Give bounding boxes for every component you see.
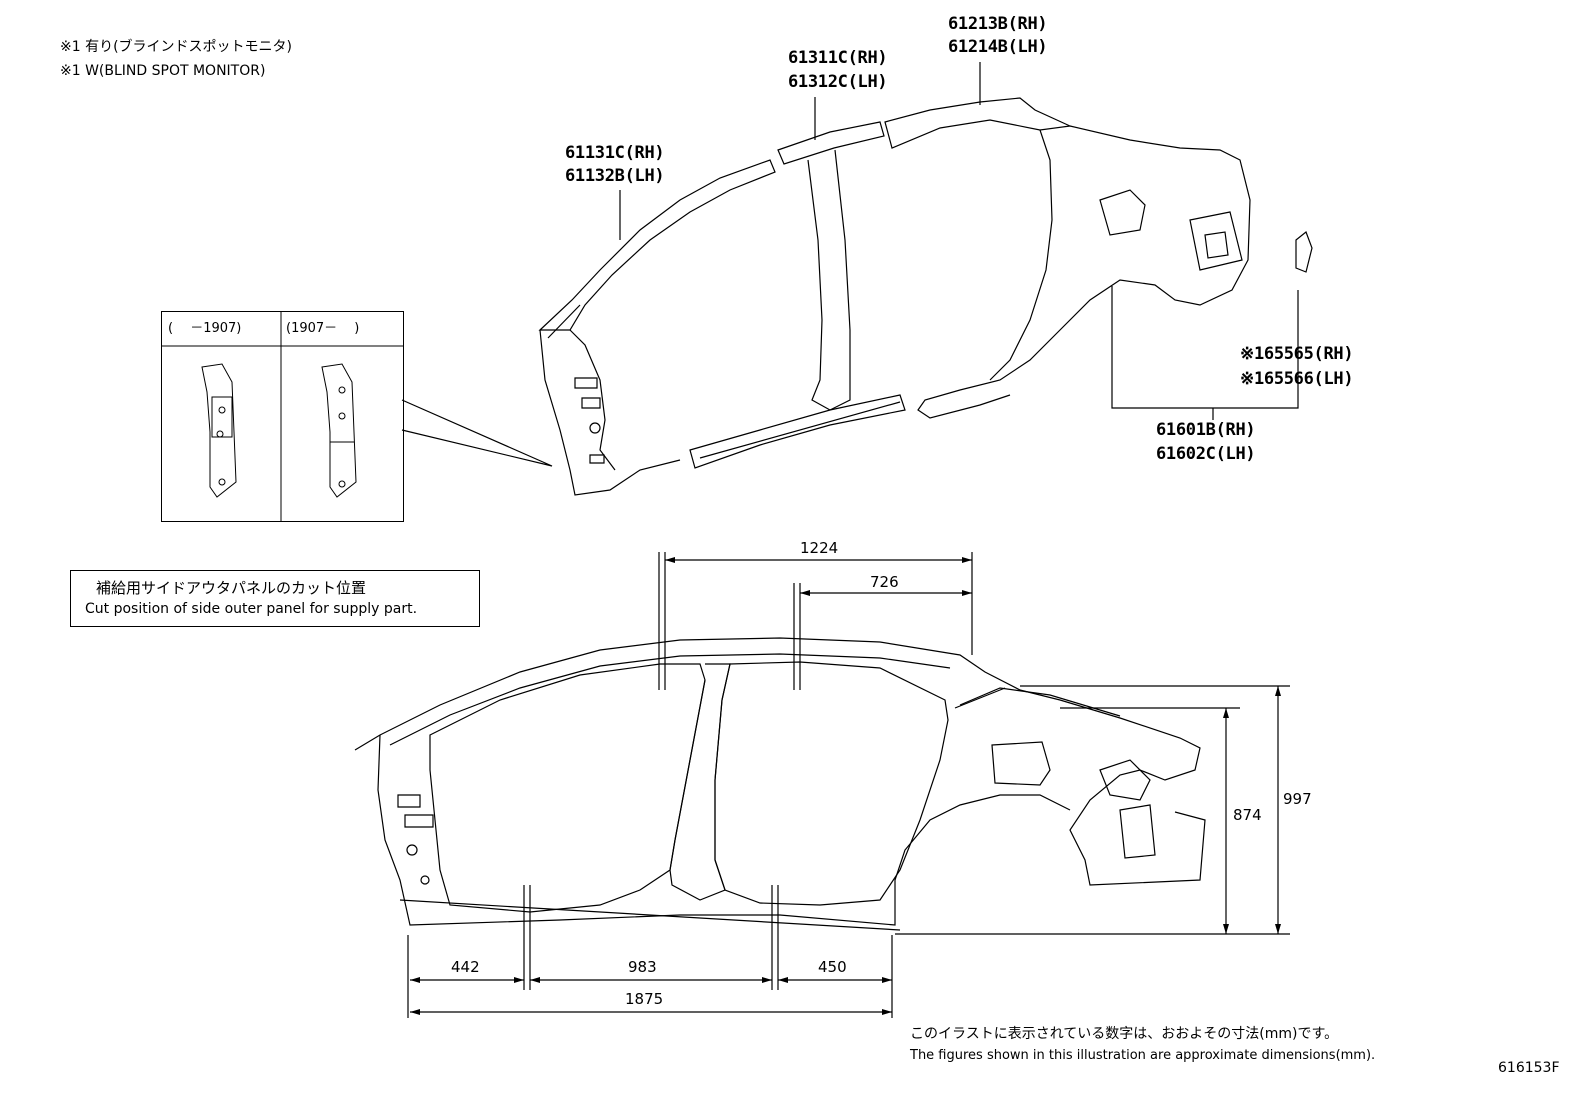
part-number-lh: 61312C(LH) <box>788 72 888 92</box>
part-number-rh: 61213B(RH) <box>948 14 1048 34</box>
part-number-lh: ※165566(LH) <box>1240 369 1354 389</box>
upper-side-panel <box>402 62 1312 495</box>
part-number-lh: 61602C(LH) <box>1156 444 1256 464</box>
dimension-1875: 1875 <box>625 990 664 1008</box>
dimension-726: 726 <box>870 573 899 591</box>
part-number-rh: 61311C(RH) <box>788 48 888 68</box>
dimension-arrows <box>410 557 1281 1015</box>
inset-detail-box: ( －1907) (1907－ ) <box>161 311 404 522</box>
illustration-code: 616153F <box>1498 1060 1560 1076</box>
inset-drawing <box>162 312 403 521</box>
part-number-rh: 61131C(RH) <box>565 143 665 163</box>
dimension-997: 997 <box>1283 790 1312 808</box>
part-number-lh: 61132B(LH) <box>565 166 665 186</box>
part-number-rh: ※165565(RH) <box>1240 344 1354 364</box>
dimension-983: 983 <box>628 958 657 976</box>
part-number-rh: 61601B(RH) <box>1156 420 1256 440</box>
note-english: ※1 W(BLIND SPOT MONITOR) <box>60 63 266 79</box>
cut-position-english: Cut position of side outer panel for sup… <box>85 601 418 617</box>
footer-note-japanese: このイラストに表示されている数字は、おおよその寸法(mm)です。 <box>910 1026 1339 1042</box>
dimension-450: 450 <box>818 958 847 976</box>
dimension-1224: 1224 <box>800 539 839 557</box>
part-number-lh: 61214B(LH) <box>948 37 1048 57</box>
dimension-lines <box>408 552 1290 1018</box>
dimension-874: 874 <box>1233 806 1262 824</box>
dimension-442: 442 <box>451 958 480 976</box>
inset-header-after-1907: (1907－ ) <box>286 321 360 336</box>
note-japanese: ※1 有り(ブラインドスポットモニタ) <box>60 39 293 55</box>
cut-position-japanese: 補給用サイドアウタパネルのカット位置 <box>96 579 367 597</box>
cut-lines <box>524 552 800 990</box>
cut-position-note: 補給用サイドアウタパネルのカット位置 Cut position of side … <box>70 570 480 627</box>
footer-note-english: The figures shown in this illustration a… <box>910 1048 1376 1063</box>
inset-header-before-1907: ( －1907) <box>168 321 242 336</box>
lower-side-panel <box>355 638 1205 930</box>
